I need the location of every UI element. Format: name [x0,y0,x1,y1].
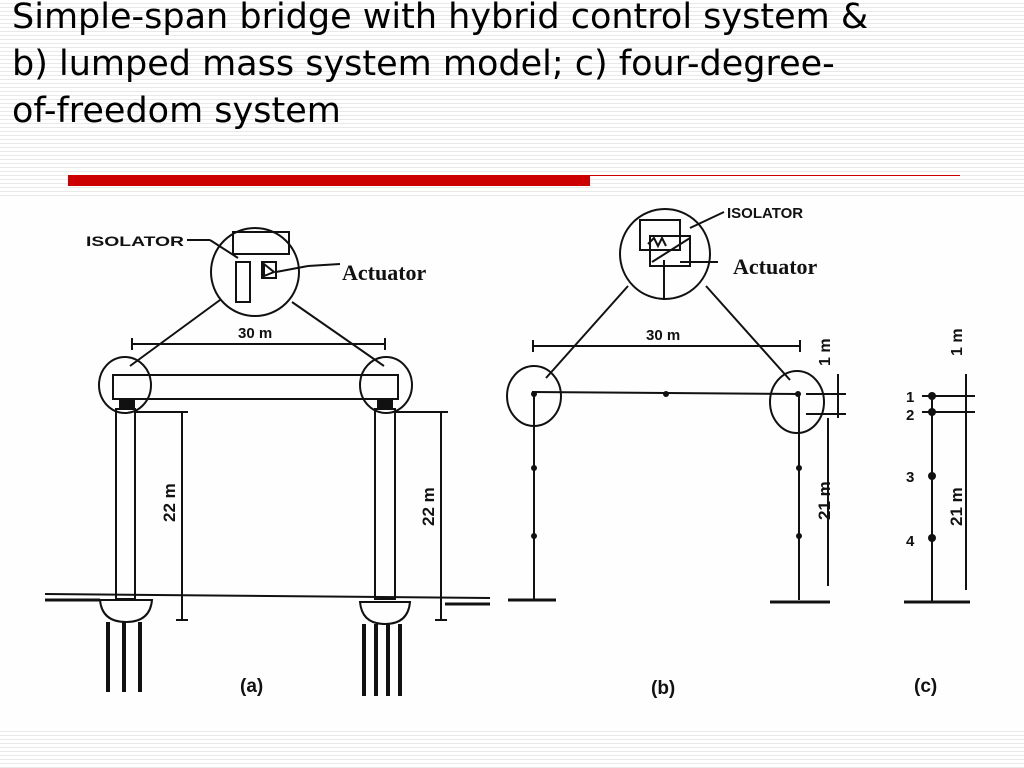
actuator-label-b: Actuator [733,254,818,279]
caption-c: (c) [914,676,937,697]
isolator-label-b: ISOLATOR [727,205,803,222]
title-line-1: Simple-span bridge with hybrid control s… [12,0,869,37]
deck-a [112,374,399,400]
top-label-b: 1 m [817,338,834,366]
span-label-b: 30 m [646,327,680,344]
pier-right-a [374,408,396,600]
panel-c-nodes [928,392,936,542]
height-label-a-right: 22 m [419,487,438,526]
node-label-3: 3 [906,469,914,486]
panel-a-drawing [44,227,491,696]
figure-panel [0,196,1024,728]
pier-left-a [115,408,136,600]
detail-circle-a [210,227,300,317]
height-label-b: 21 m [815,481,834,520]
actuator-label-a: Actuator [342,260,427,285]
panel-b-drawing [506,208,846,604]
accent-bar [68,175,590,186]
node-label-4: 4 [906,533,915,550]
accent-rule [590,175,960,176]
span-label-a: 30 m [238,325,272,342]
height-label-c: 21 m [947,487,966,526]
caption-b: (b) [651,678,675,699]
top-label-c: 1 m [949,328,966,356]
node-label-1: 1 [906,389,914,406]
node-label-2: 2 [906,407,914,424]
height-label-a-left: 22 m [160,483,179,522]
slide-title: Simple-span bridge with hybrid control s… [12,0,1012,135]
isolator-label-a: ISOLATOR [86,233,184,249]
title-line-2: b) lumped mass system model; c) four-deg… [12,44,835,84]
title-line-3: of-freedom system [12,91,341,131]
caption-a: (a) [240,676,263,697]
panel-b-nodes [531,391,802,539]
